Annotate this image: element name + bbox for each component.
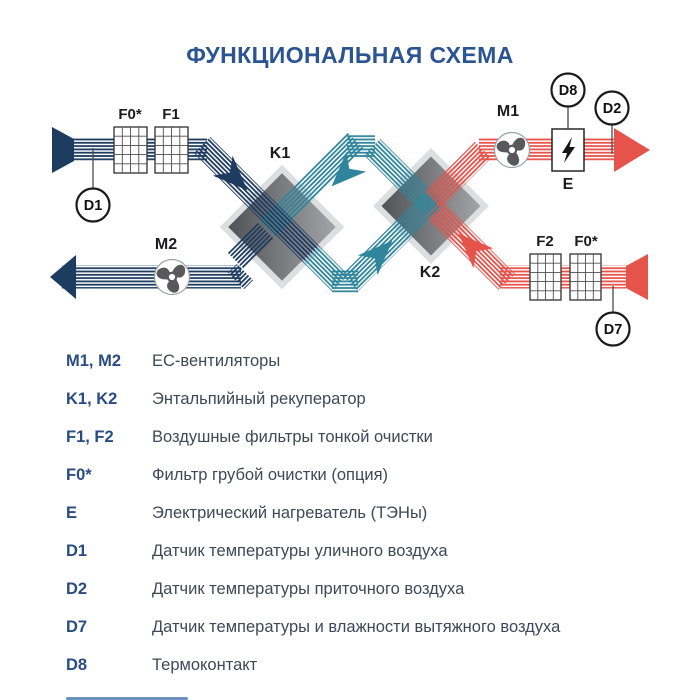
label-f2: F2 xyxy=(536,233,554,250)
legend-row-fine-filters: F1, F2 Воздушные фильтры тонкой очистки xyxy=(66,428,666,466)
legend-description: Датчик температуры уличного воздуха xyxy=(152,542,448,560)
filter-f2 xyxy=(529,253,562,301)
legend-row-heater: E Электрический нагреватель (ТЭНы) xyxy=(66,504,666,542)
legend: M1, M2 EC-вентиляторы K1, K2 Энтальпийны… xyxy=(66,352,666,694)
partial-bottom-bar xyxy=(66,697,188,700)
legend-row-d2: D2 Датчик температуры приточного воздуха xyxy=(66,580,666,618)
legend-description: EC-вентиляторы xyxy=(152,352,281,370)
legend-row-d1: D1 Датчик температуры уличного воздуха xyxy=(66,542,666,580)
label-f0-top: F0* xyxy=(118,106,142,123)
legend-code: K1, K2 xyxy=(66,390,118,408)
legend-row-fans: M1, M2 EC-вентиляторы xyxy=(66,352,666,390)
label-e: E xyxy=(563,176,574,193)
filter-f1 xyxy=(154,126,189,174)
legend-row-recuperators: K1, K2 Энтальпийный рекуператор xyxy=(66,390,666,428)
electric-heater xyxy=(551,128,585,172)
lightning-icon xyxy=(562,137,575,163)
outdoor-air-intake xyxy=(52,127,74,173)
filter-f0-top xyxy=(113,126,148,174)
sensor-d2: D2 xyxy=(594,90,630,126)
legend-code: D1 xyxy=(66,542,88,560)
legend-code: F0* xyxy=(66,466,92,484)
legend-description: Термоконтакт xyxy=(152,656,258,674)
legend-description: Фильтр грубой очистки (опция) xyxy=(152,466,389,484)
sensor-connectors xyxy=(92,107,614,312)
label-m1: M1 xyxy=(497,103,519,120)
exhaust-out-arrow xyxy=(50,255,76,299)
sensor-d1: D1 xyxy=(75,187,111,223)
label-k1: K1 xyxy=(270,145,291,162)
legend-row-coarse-filter: F0* Фильтр грубой очистки (опция) xyxy=(66,466,666,504)
legend-code: F1, F2 xyxy=(66,428,114,446)
filter-f0-bottom xyxy=(569,253,602,301)
legend-row-d7: D7 Датчик температуры и влажности вытяжн… xyxy=(66,618,666,656)
functional-scheme-diagram: D1 D8 D2 D7 F0* F1 K1 K2 M1 M2 E F2 F0* xyxy=(50,72,650,347)
legend-description: Датчик температуры и влажности вытяжного… xyxy=(152,618,561,636)
page-title: ФУНКЦИОНАЛЬНАЯ СХЕМА xyxy=(186,42,514,68)
legend-code: D8 xyxy=(66,656,88,674)
legend-code: D7 xyxy=(66,618,88,636)
label-m2: M2 xyxy=(155,236,177,253)
label-k2: K2 xyxy=(420,264,441,281)
sensor-d7: D7 xyxy=(595,311,631,347)
fan-m2-icon xyxy=(153,258,191,296)
fan-m1-icon xyxy=(493,131,531,169)
supply-out-arrow xyxy=(614,128,650,172)
extract-air-flow xyxy=(62,132,626,291)
legend-code: M1, M2 xyxy=(66,352,122,370)
legend-description: Воздушные фильтры тонкой очистки xyxy=(152,428,433,446)
legend-description: Датчик температуры приточного воздуха xyxy=(152,580,465,598)
legend-code: E xyxy=(66,504,78,522)
svg-text:D2: D2 xyxy=(603,101,622,117)
legend-description: Энтальпийный рекуператор xyxy=(152,390,366,408)
label-f1: F1 xyxy=(162,106,180,123)
legend-row-d8: D8 Термоконтакт xyxy=(66,656,666,694)
svg-text:D8: D8 xyxy=(559,83,578,99)
svg-text:D1: D1 xyxy=(84,198,103,214)
label-f0-bottom: F0* xyxy=(574,233,598,250)
legend-code: D2 xyxy=(66,580,88,598)
legend-description: Электрический нагреватель (ТЭНы) xyxy=(152,504,428,522)
room-air-intake xyxy=(626,254,648,300)
sensor-d8: D8 xyxy=(550,72,586,108)
svg-text:D7: D7 xyxy=(604,322,623,338)
